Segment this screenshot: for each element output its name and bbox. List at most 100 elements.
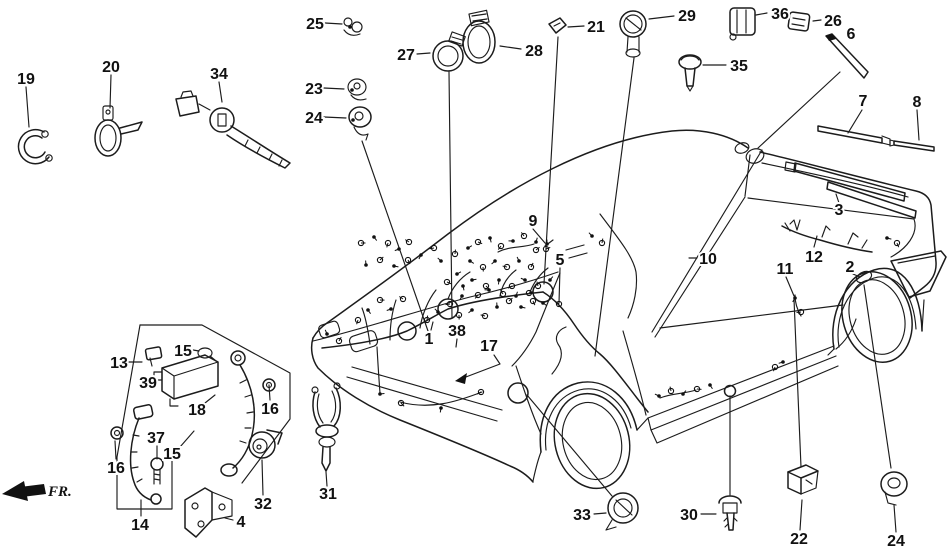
part-label-19-0: 19 — [17, 71, 35, 88]
icon-grommet-35 — [678, 54, 702, 92]
connector-stub — [379, 256, 384, 261]
connector-stub — [467, 245, 473, 249]
connector-stub — [497, 245, 502, 250]
connector-blob — [667, 387, 675, 395]
engine-harness — [312, 267, 559, 394]
connector-blob — [477, 388, 485, 396]
connector-blob — [474, 291, 482, 299]
connector-stub — [669, 386, 672, 392]
connector-stub — [530, 262, 534, 268]
connector-stub — [545, 246, 551, 250]
part-label-3-16: 3 — [835, 202, 844, 219]
icon-clip-22 — [787, 464, 819, 495]
icon-horn-32 — [248, 429, 283, 459]
part-label-27-4: 27 — [397, 47, 415, 64]
connector-stub — [520, 277, 526, 281]
connector-stub — [508, 297, 513, 302]
part-label-29-9: 29 — [678, 8, 696, 25]
connector-stub — [400, 402, 405, 407]
connector-stub — [456, 271, 462, 275]
connector-stub — [515, 291, 518, 297]
part-label-28-7: 28 — [525, 43, 543, 60]
connector-stub — [497, 279, 500, 285]
connector-stub — [394, 248, 400, 252]
connector-stub — [404, 239, 410, 243]
connector-stub — [418, 254, 422, 260]
icon-clip-24b — [880, 471, 908, 506]
part-label-15-32: 15 — [163, 446, 181, 463]
part-label-16-33: 16 — [107, 460, 125, 477]
connector-stub — [792, 297, 796, 303]
connector-stub — [338, 336, 342, 342]
part-label-34-2: 34 — [210, 66, 228, 83]
part-label-18-29: 18 — [188, 402, 206, 419]
shelf-trim-bar — [784, 161, 917, 219]
connector-stub — [324, 329, 328, 335]
part-label-38-24: 38 — [448, 323, 466, 340]
rear-harness — [781, 219, 873, 317]
connector-stub — [386, 242, 389, 248]
connector-stub — [469, 260, 475, 264]
connector-stub — [434, 308, 439, 313]
icon-clamp-27 — [432, 31, 466, 72]
rear-bumper — [890, 250, 947, 298]
connector-blob — [354, 316, 362, 324]
connector-stub — [445, 303, 451, 306]
connector-stub — [588, 232, 593, 237]
connector-stub — [535, 246, 540, 251]
connector-blob — [497, 242, 505, 250]
part-label-8-15: 8 — [913, 94, 922, 111]
icon-clip-13 — [144, 346, 163, 367]
connector-stub — [532, 300, 536, 306]
connector-blob — [525, 289, 533, 297]
connector-stub — [459, 295, 463, 301]
connector-blob — [520, 232, 528, 240]
connector-blob — [534, 282, 542, 290]
part-label-15-27: 15 — [174, 343, 192, 360]
connector-stub — [507, 285, 513, 289]
part-label-10-19: 10 — [699, 251, 717, 268]
connector-blob — [508, 282, 516, 290]
connector-stub — [772, 366, 776, 372]
icon-clip-26 — [787, 11, 811, 32]
part-label-12-20: 12 — [805, 249, 823, 266]
part-label-32-36: 32 — [254, 496, 272, 513]
connector-stub — [654, 393, 660, 397]
connector-stub — [462, 285, 465, 291]
part-label-7-14: 7 — [859, 93, 868, 110]
icon-bolt-37 — [150, 457, 164, 485]
connector-blob — [527, 263, 535, 271]
connector-stub — [477, 241, 483, 245]
part-label-23-5: 23 — [305, 81, 323, 98]
connector-stub — [682, 390, 687, 395]
connector-stub — [429, 247, 435, 250]
connector-stub — [555, 300, 560, 305]
part-label-30-39: 30 — [680, 507, 698, 524]
icon-nut-16a — [262, 378, 276, 392]
icon-nut-16b — [110, 426, 124, 440]
connector-blob — [384, 239, 392, 247]
connector-stub — [471, 278, 477, 281]
connector-blobs — [324, 232, 901, 413]
car-body-outline — [312, 129, 937, 444]
connector-blob — [376, 256, 384, 264]
connector-blob — [405, 238, 413, 246]
icon-wire-clip-31 — [311, 382, 341, 472]
connector-stub — [439, 407, 442, 413]
icon-clip-21 — [548, 17, 567, 34]
rod-8 — [889, 139, 935, 152]
connector-stub — [386, 308, 392, 311]
fr-label: FR. — [47, 484, 72, 500]
connector-stub — [373, 236, 378, 241]
icon-clip-24 — [348, 106, 372, 141]
part-label-24-6: 24 — [305, 110, 323, 127]
part-label-20-1: 20 — [102, 59, 120, 76]
connector-stub — [474, 294, 479, 299]
connector-stub — [500, 289, 504, 295]
connector-blob — [542, 245, 550, 253]
icon-ring-19 — [17, 129, 53, 165]
part-label-26-11: 26 — [824, 13, 842, 30]
rod-6 — [825, 33, 869, 79]
part-label-31-37: 31 — [319, 486, 337, 503]
